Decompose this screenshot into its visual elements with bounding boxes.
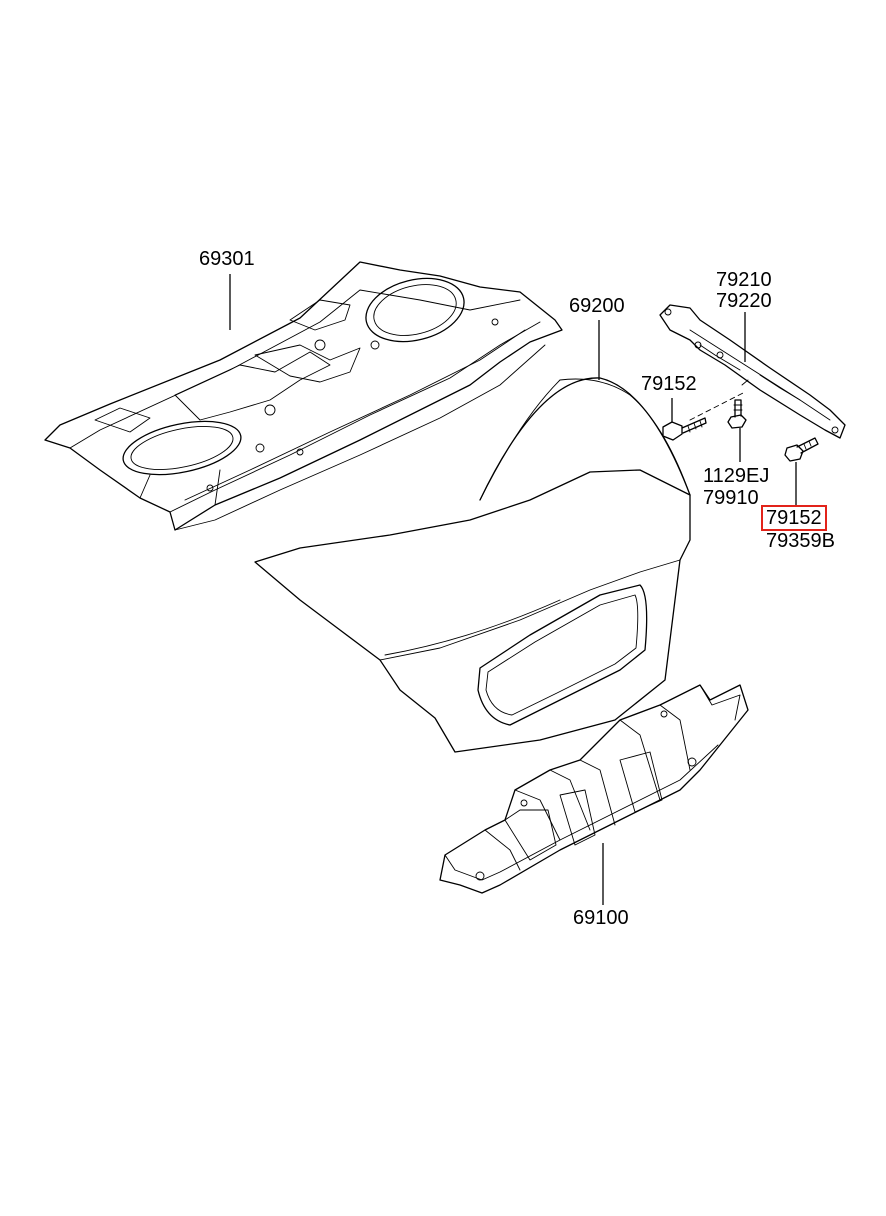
part-label-79210[interactable]: 79210 bbox=[716, 269, 772, 291]
part-label-69301[interactable]: 69301 bbox=[199, 248, 255, 270]
part-label-69100[interactable]: 69100 bbox=[573, 907, 629, 929]
part-label-69200[interactable]: 69200 bbox=[569, 295, 625, 317]
part-label-1129ej[interactable]: 1129EJ bbox=[703, 465, 770, 487]
hinge-79210-79220 bbox=[659, 304, 846, 439]
part-label-79359b[interactable]: 79359B bbox=[766, 530, 835, 552]
trunk-lid-69200 bbox=[254, 377, 691, 753]
part-label-79220[interactable]: 79220 bbox=[716, 290, 772, 312]
bolt-79152-right bbox=[784, 437, 819, 462]
leader-lines bbox=[229, 274, 797, 905]
bolt-1129ej bbox=[727, 399, 747, 429]
back-panel-69100 bbox=[439, 684, 749, 894]
part-label-79152-highlighted[interactable]: 79152 bbox=[761, 505, 827, 531]
rear-package-tray-69301 bbox=[44, 261, 563, 531]
part-label-79152-left[interactable]: 79152 bbox=[641, 373, 697, 395]
bolt-79152-left bbox=[662, 417, 707, 441]
part-label-79910[interactable]: 79910 bbox=[703, 487, 759, 509]
guide-dash-2 bbox=[741, 379, 749, 386]
guide-dash bbox=[689, 391, 746, 421]
